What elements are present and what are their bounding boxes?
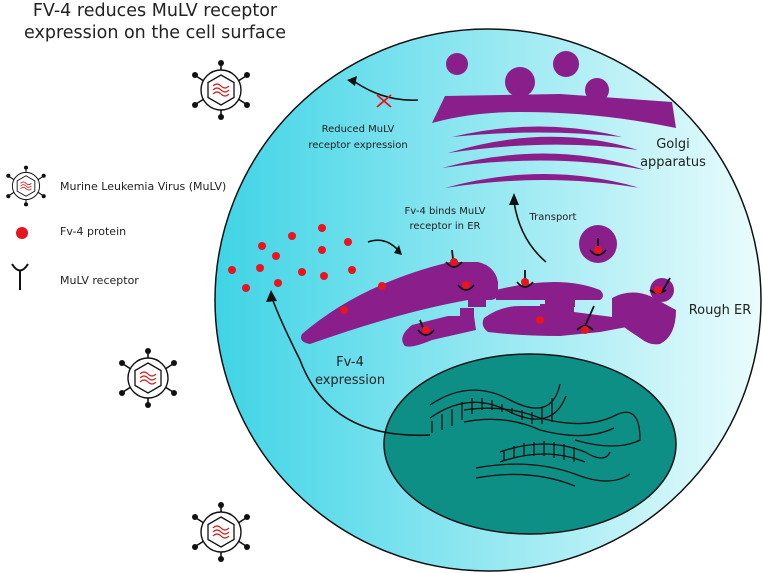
binds-label-line2: receptor in ER — [410, 221, 481, 232]
nucleus — [383, 353, 677, 535]
transport-label: Transport — [529, 212, 577, 223]
legend-virus-icon — [5, 165, 47, 207]
transport-arrowhead — [509, 193, 519, 205]
reduced-label-line2: receptor expression — [308, 140, 407, 151]
rough-er-label: Rough ER — [689, 303, 752, 318]
export-arrowhead — [347, 76, 357, 86]
legend-receptor-label: MuLV receptor — [60, 274, 139, 287]
transport-arrow — [513, 201, 547, 263]
golgi-apparatus — [432, 51, 676, 188]
golgi-label-line1: Golgi — [656, 137, 690, 152]
virus-icon — [191, 501, 251, 563]
dna-icon — [429, 383, 641, 487]
legend-protein-label: Fv-4 protein — [60, 225, 127, 238]
legend-virus-label: Murine Leukemia Virus (MuLV) — [60, 180, 227, 193]
expression-arrow — [271, 297, 431, 437]
binds-label-line1: Fv-4 binds MuLV — [404, 206, 485, 217]
expression-label-line2: expression — [315, 373, 385, 388]
expression-arrowhead — [266, 290, 277, 302]
legend-receptor-icon — [11, 263, 29, 290]
binding-arrow — [367, 239, 399, 251]
export-arrow — [354, 81, 419, 101]
fv4-protein-dots — [228, 224, 662, 334]
golgi-label-line2: apparatus — [640, 155, 706, 170]
blocked-cross-icon — [376, 94, 392, 108]
reduced-label-line1: Reduced MuLV — [322, 124, 395, 135]
diagram-title: FV-4 reduces MuLV receptor expression on… — [24, 1, 286, 43]
binding-arrowhead — [394, 245, 402, 255]
legend-protein-dot — [16, 227, 28, 239]
virus-icon — [191, 59, 251, 121]
virus-icon — [118, 347, 178, 409]
rough-er — [301, 225, 676, 347]
expression-label-line1: Fv-4 — [336, 355, 364, 370]
